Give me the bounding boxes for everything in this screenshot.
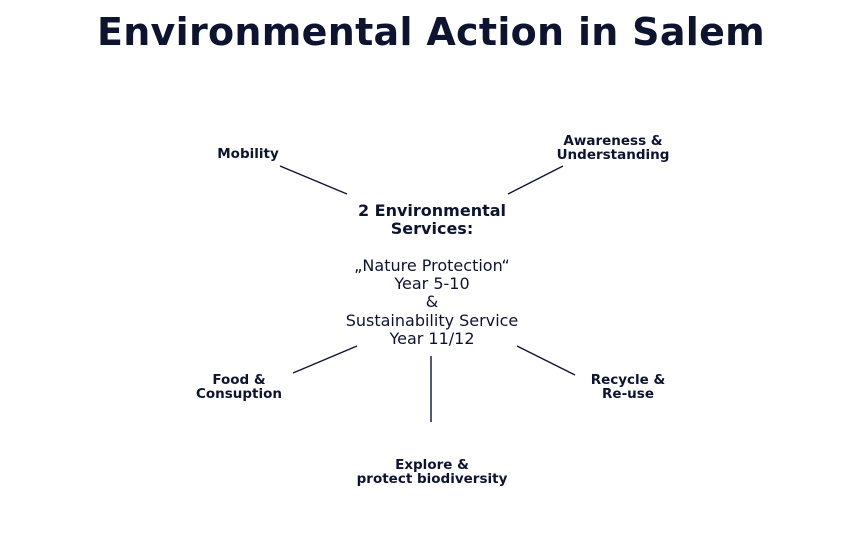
- branch-explore-biodiversity: Explore & protect biodiversity: [346, 458, 518, 486]
- central-body-line-4: Sustainability Service: [345, 310, 519, 330]
- central-body-line-3: &: [425, 292, 439, 312]
- branch-awareness-line-2: Understanding: [556, 147, 670, 163]
- page-title: Environmental Action in Salem: [96, 10, 766, 54]
- connector-food: [292, 345, 358, 374]
- branch-food-line-1: Food &: [212, 372, 266, 388]
- branch-recycle-reuse: Recycle & Re-use: [578, 373, 678, 401]
- central-heading-line-1: 2 Environmental: [357, 201, 507, 220]
- central-heading: 2 Environmental Services:: [282, 202, 582, 238]
- central-node: 2 Environmental Services: „Nature Protec…: [282, 202, 582, 348]
- branch-awareness-line-1: Awareness &: [563, 133, 663, 149]
- branch-recycle-line-1: Recycle &: [590, 372, 666, 388]
- central-body-line-5: Year 11/12: [389, 328, 475, 348]
- connector-recycle: [516, 345, 576, 376]
- branch-explore-line-2: protect biodiversity: [356, 471, 508, 487]
- branch-explore-line-1: Explore &: [395, 457, 469, 473]
- central-body: „Nature Protection“ Year 5-10 & Sustaina…: [282, 256, 582, 348]
- connector-mobility: [279, 165, 348, 195]
- central-body-line-1: „Nature Protection“: [354, 256, 510, 275]
- branch-food-consuption: Food & Consuption: [184, 373, 294, 401]
- branch-awareness-understanding: Awareness & Understanding: [548, 134, 678, 162]
- branch-recycle-line-2: Re-use: [602, 386, 654, 402]
- branch-food-line-2: Consuption: [195, 386, 283, 402]
- central-heading-line-2: Services:: [390, 219, 474, 238]
- connector-awareness: [507, 165, 564, 195]
- central-body-line-2: Year 5-10: [394, 274, 470, 294]
- branch-mobility-line-1: Mobility: [217, 146, 279, 162]
- branch-mobility: Mobility: [200, 147, 296, 161]
